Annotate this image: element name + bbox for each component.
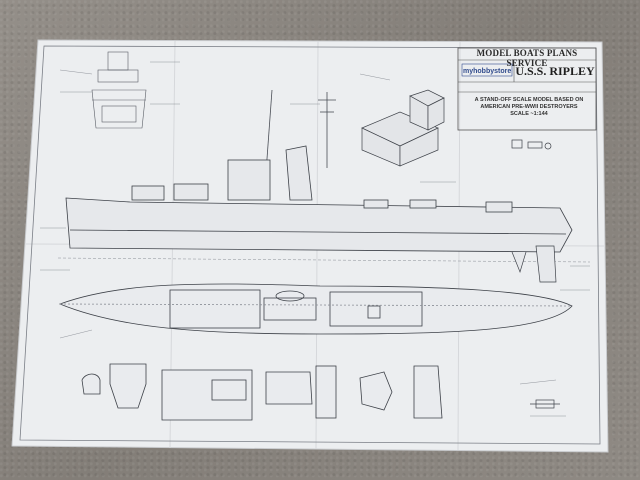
- plan-header: MODEL BOATS PLANS SERVICE: [476, 48, 578, 68]
- rudder: [511, 245, 557, 283]
- drawing-border: [19, 45, 601, 445]
- title-block: [457, 47, 597, 131]
- description-line: A STAND-OFF SCALE MODEL BASED ON: [474, 97, 584, 103]
- fitting-details: [511, 139, 560, 409]
- superstructure-sketch: [361, 89, 445, 167]
- annotations: [40, 61, 590, 417]
- description-line: AMERICAN PRE-WWII DESTROYERS: [480, 104, 578, 110]
- brand-box: [461, 63, 513, 77]
- ship-plan-view: [58, 283, 573, 335]
- brand-logo: myhobbystore: [463, 68, 512, 75]
- hull-section-sketch: [91, 51, 147, 129]
- plan-description: A STAND-OFF SCALE MODEL BASED ON AMERICA…: [466, 97, 592, 118]
- ship-name: U.S.S. RIPLEY: [515, 64, 595, 78]
- waterline: [57, 257, 591, 263]
- description-line: SCALE ~1:144: [510, 111, 548, 117]
- detail-parts: [81, 363, 443, 421]
- ship-side-profile: [65, 145, 573, 253]
